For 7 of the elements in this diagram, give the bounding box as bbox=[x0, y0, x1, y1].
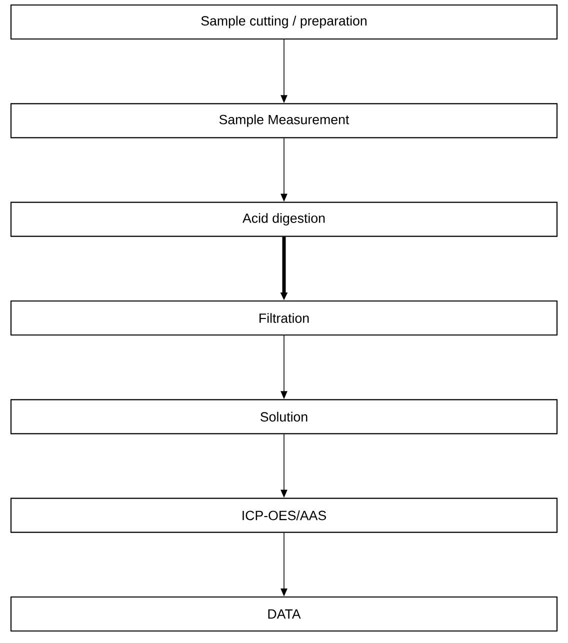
process-box: Sample Measurement bbox=[10, 103, 558, 138]
process-box: DATA bbox=[10, 596, 558, 632]
process-box: Solution bbox=[10, 399, 558, 434]
process-box: Acid digestion bbox=[10, 202, 558, 237]
process-box: ICP-OES/AAS bbox=[10, 498, 558, 533]
process-box: Sample cutting / preparation bbox=[10, 4, 558, 40]
process-box: Filtration bbox=[10, 300, 558, 336]
